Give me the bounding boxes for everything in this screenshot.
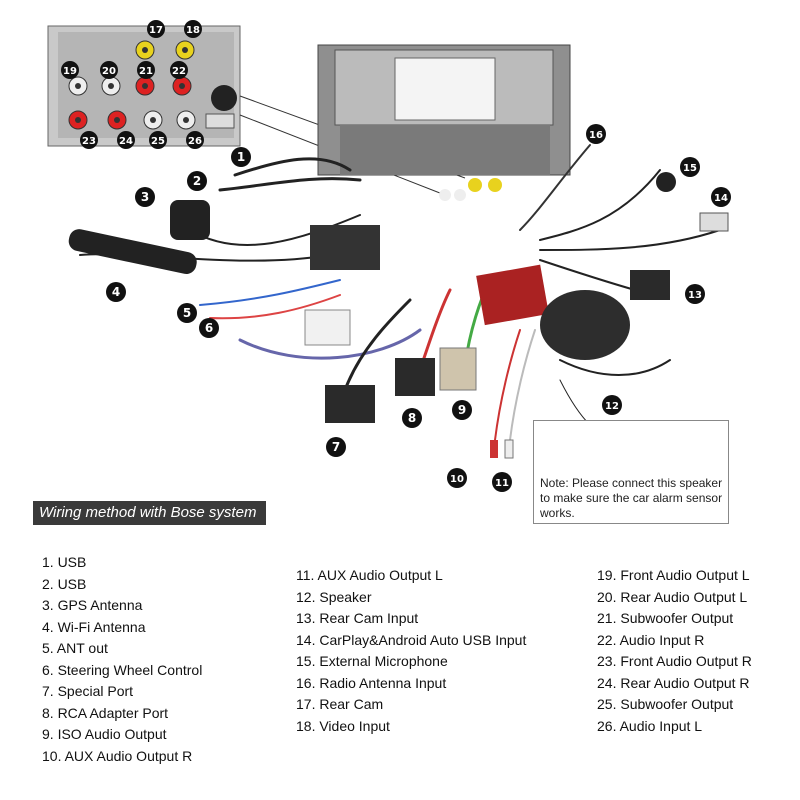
legend-item: 21. Subwoofer Output	[597, 610, 734, 626]
svg-text:7: 7	[332, 440, 340, 454]
callout-6: 6	[199, 318, 219, 338]
legend-item: 18. Video Input	[296, 717, 390, 734]
legend-item: 17. Rear Cam	[296, 696, 384, 712]
callout-11: 11	[492, 472, 512, 492]
callout-9: 9	[452, 400, 472, 420]
legend-item: 8. RCA Adapter Port	[42, 704, 169, 721]
legend-item: 12. Speaker	[296, 588, 372, 605]
legend-item: 9. ISO Audio Output	[42, 726, 167, 742]
svg-text:25: 25	[151, 136, 165, 147]
svg-text:20: 20	[102, 66, 116, 77]
callout-2: 2	[187, 171, 207, 191]
legend-item: 24. Rear Audio Output R	[597, 674, 750, 691]
svg-text:26: 26	[188, 136, 202, 147]
legend-item: 11. AUX Audio Output L	[296, 567, 443, 583]
callout-7: 7	[326, 437, 346, 457]
svg-text:18: 18	[186, 25, 200, 36]
svg-text:2: 2	[193, 174, 201, 188]
legend-item: 23. Front Audio Output R	[597, 653, 752, 669]
callout-17: 17	[147, 20, 165, 38]
svg-text:17: 17	[149, 25, 163, 36]
callout-10: 10	[447, 468, 467, 488]
svg-text:8: 8	[408, 411, 416, 425]
svg-text:13: 13	[688, 290, 702, 301]
legend-item: 14. CarPlay&Android Auto USB Input	[296, 631, 527, 648]
svg-text:11: 11	[495, 478, 509, 489]
callout-20: 20	[100, 61, 118, 79]
callout-25: 25	[149, 131, 167, 149]
legend-item: 15. External Microphone	[296, 653, 448, 669]
svg-text:14: 14	[714, 193, 728, 204]
callout-18: 18	[184, 20, 202, 38]
callout-26: 26	[186, 131, 204, 149]
head-unit	[317, 44, 571, 201]
legend-item: 10. AUX Audio Output R	[42, 747, 193, 764]
callout-14: 14	[711, 187, 731, 207]
legend-item: 20. Rear Audio Output L	[597, 588, 748, 605]
legend-item: 7. Special Port	[42, 683, 134, 699]
legend-item: 13. Rear Cam Input	[296, 610, 419, 626]
svg-text:12: 12	[605, 401, 619, 412]
legend-item: 26. Audio Input L	[597, 717, 703, 734]
svg-text:5: 5	[183, 306, 191, 320]
wiring-method-banner: Wiring method with Bose system	[33, 501, 266, 525]
svg-text:22: 22	[172, 66, 186, 77]
svg-text:1: 1	[237, 150, 245, 164]
legend-item: 6. Steering Wheel Control	[42, 661, 203, 678]
legend-column-2: 11. AUX Audio Output L 12. Speaker 13. R…	[296, 565, 526, 737]
svg-text:21: 21	[139, 66, 153, 77]
svg-text:4: 4	[112, 285, 120, 299]
legend-item: 4. Wi-Fi Antenna	[42, 618, 146, 635]
callout-13: 13	[685, 284, 705, 304]
svg-text:16: 16	[589, 130, 603, 141]
legend-item: 2. USB	[42, 575, 87, 592]
rear-panel-inset	[47, 25, 241, 147]
legend-item: 1. USB	[42, 554, 87, 570]
legend-item: 22. Audio Input R	[597, 631, 705, 648]
callout-16: 16	[586, 124, 606, 144]
svg-text:10: 10	[450, 474, 464, 485]
legend-item: 25. Subwoofer Output	[597, 696, 734, 712]
svg-text:9: 9	[458, 403, 466, 417]
callout-19: 19	[61, 61, 79, 79]
legend-item: 19. Front Audio Output L	[597, 567, 750, 583]
svg-text:6: 6	[205, 321, 213, 335]
svg-text:3: 3	[141, 190, 149, 204]
callout-22: 22	[170, 61, 188, 79]
callout-24: 24	[117, 131, 135, 149]
svg-text:15: 15	[683, 163, 697, 174]
legend-column-3: 19. Front Audio Output L 20. Rear Audio …	[597, 565, 752, 737]
speaker-note-box: Note: Please connect this speaker to mak…	[533, 420, 729, 524]
legend-item: 5. ANT out	[42, 640, 108, 656]
callout-15: 15	[680, 157, 700, 177]
components	[68, 172, 729, 459]
legend-item: 3. GPS Antenna	[42, 597, 143, 613]
callout-4: 4	[106, 282, 126, 302]
svg-text:19: 19	[63, 66, 77, 77]
callout-23: 23	[80, 131, 98, 149]
svg-text:24: 24	[119, 136, 133, 147]
cables	[79, 144, 721, 441]
callout-21: 21	[137, 61, 155, 79]
legend-column-1: 1. USB 2. USB 3. GPS Antenna 4. Wi-Fi An…	[42, 552, 202, 767]
callout-3: 3	[135, 187, 155, 207]
callout-5: 5	[177, 303, 197, 323]
svg-text:23: 23	[82, 136, 96, 147]
speaker-note-text: Note: Please connect this speaker to mak…	[540, 476, 723, 520]
callout-1: 1	[231, 147, 251, 167]
legend-item: 16. Radio Antenna Input	[296, 674, 447, 691]
callout-8: 8	[402, 408, 422, 428]
callout-12: 12	[602, 395, 622, 415]
